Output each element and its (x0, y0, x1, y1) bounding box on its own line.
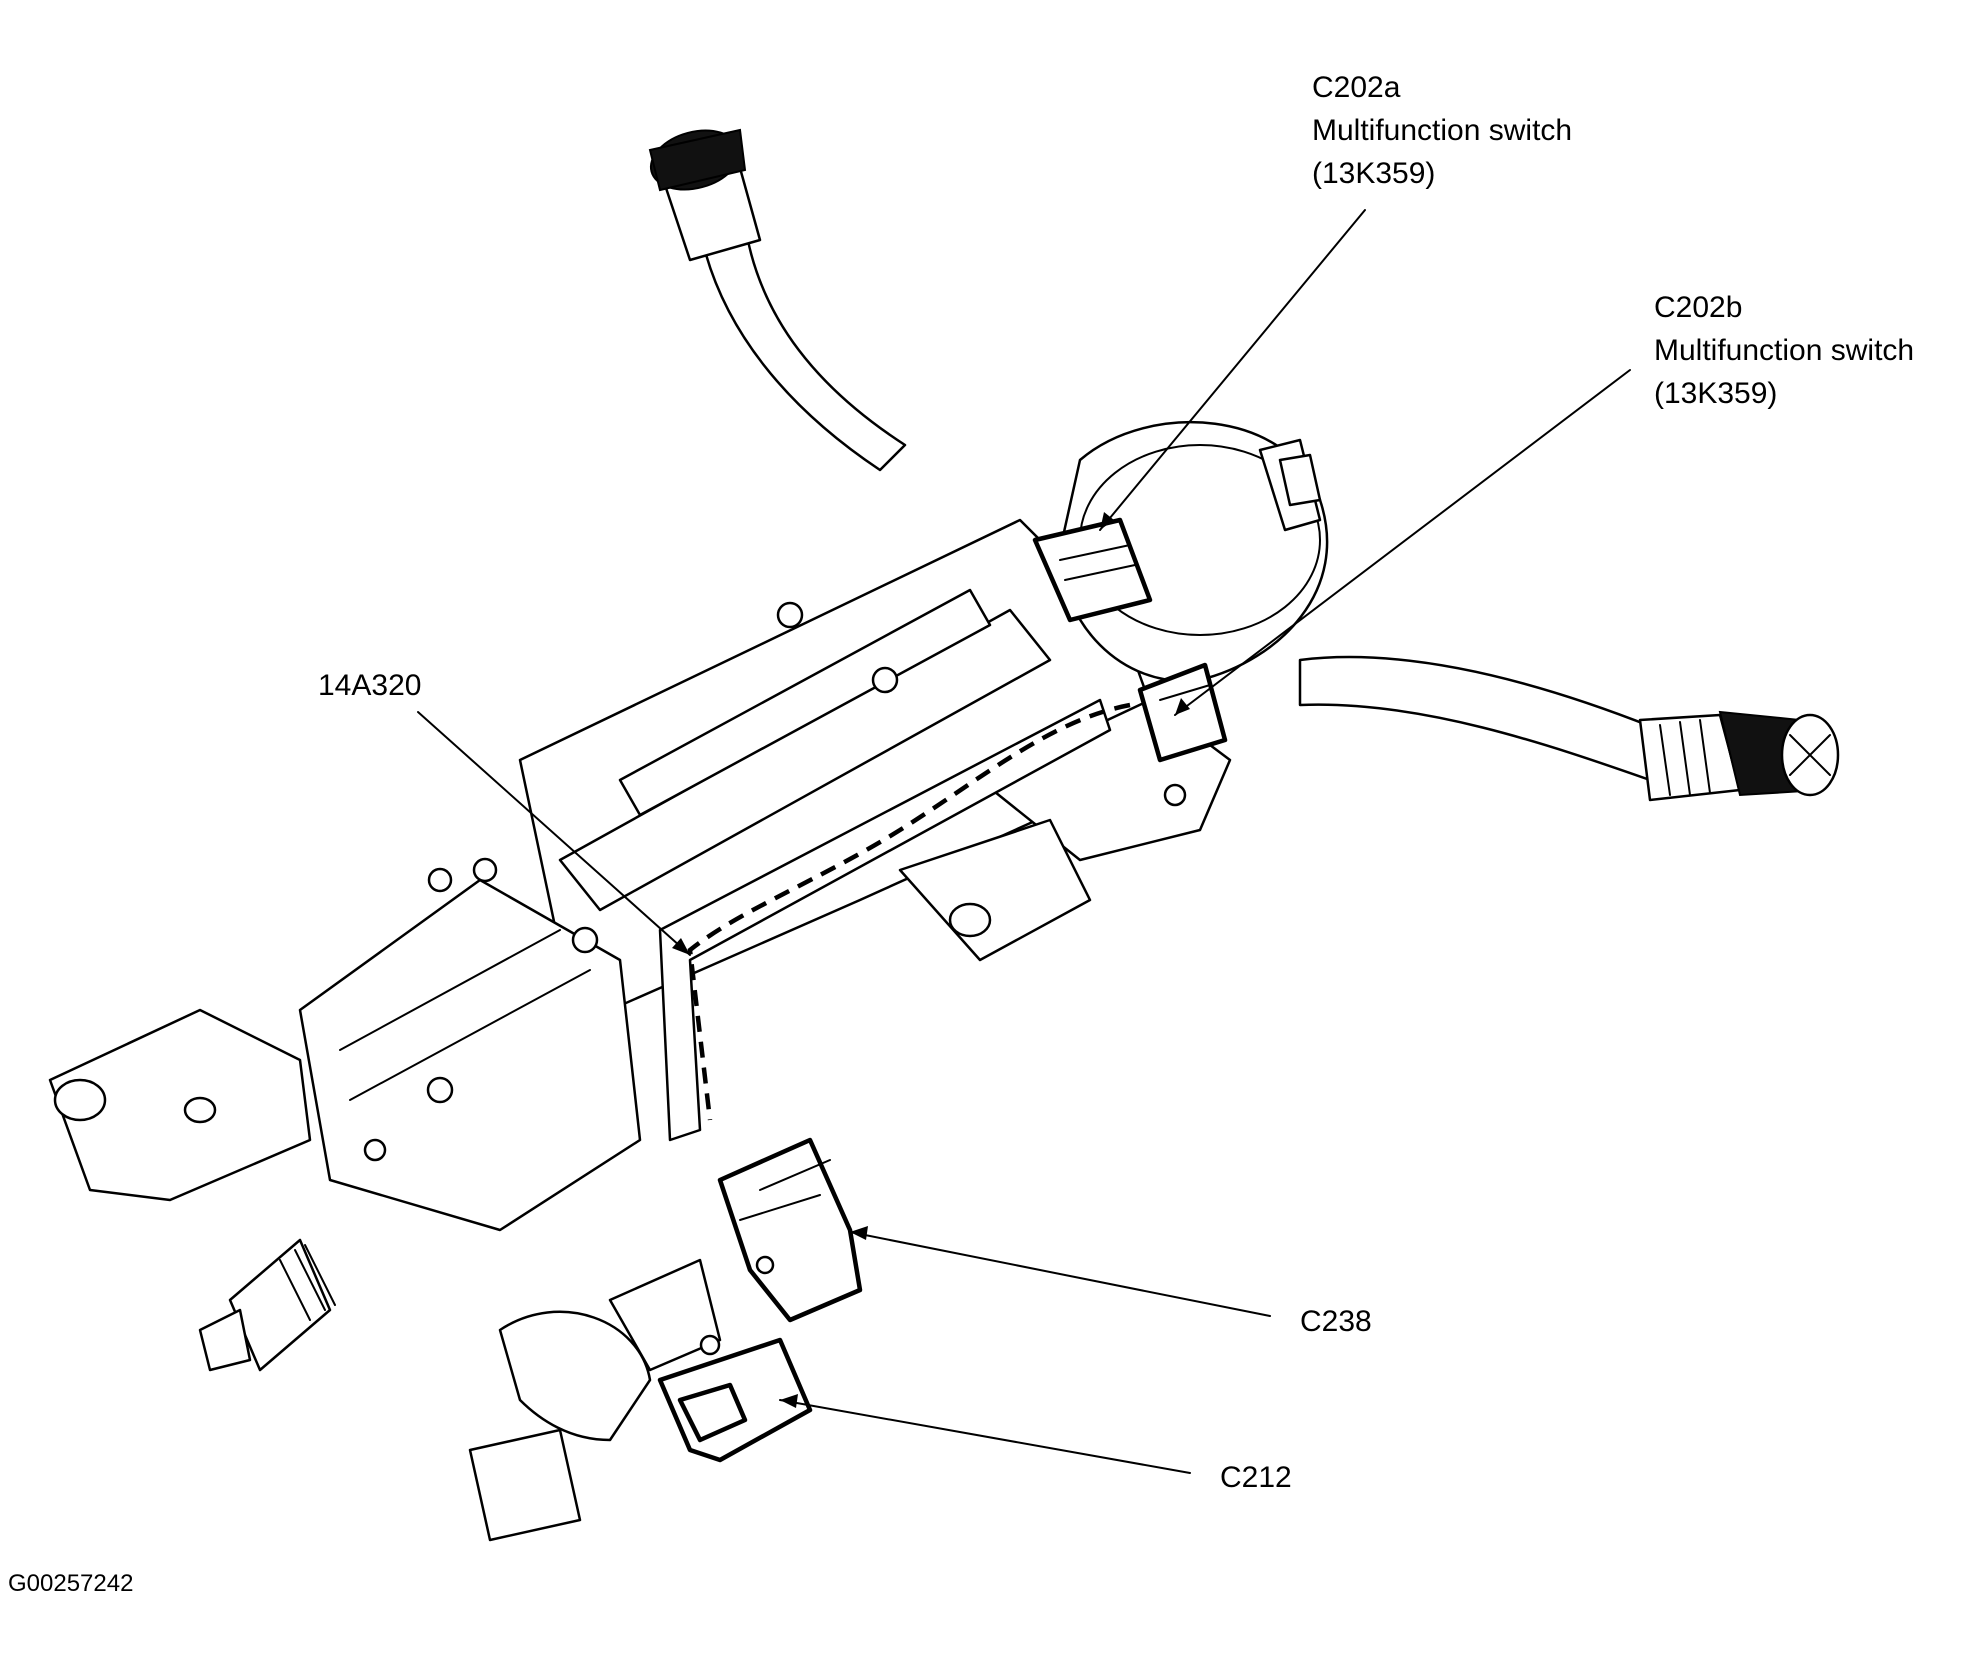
arrowhead-c202a (1100, 512, 1114, 530)
callout-c202b-code: C202b (1654, 291, 1743, 324)
callout-c202a-part: (13K359) (1312, 157, 1436, 190)
callout-c238-code: C238 (1300, 1305, 1372, 1338)
arrowhead-c212 (780, 1394, 798, 1408)
callout-14a320-code: 14A320 (318, 669, 422, 702)
callout-c202b-part: (13K359) (1654, 377, 1778, 410)
figure-id: G00257242 (8, 1570, 134, 1597)
leader-c238 (849, 1231, 1271, 1317)
arrowhead-c202b (1175, 698, 1190, 715)
leader-c212 (779, 1399, 1191, 1474)
column-body (48, 420, 1329, 1542)
callout-c202b: C202b Multifunction switch (13K359) (1654, 286, 1914, 415)
callout-14a320: 14A320 (318, 664, 421, 707)
callout-c202a-code: C202a (1312, 71, 1401, 104)
c202a-connector (1032, 517, 1153, 623)
callout-c238: C238 (1300, 1300, 1372, 1343)
arrowhead-c238 (850, 1226, 868, 1240)
callout-c212-code: C212 (1220, 1461, 1292, 1494)
c212-connector (657, 1334, 813, 1463)
arrowhead-14a320 (672, 938, 690, 955)
callout-c202a-name: Multifunction switch (1312, 114, 1573, 147)
callout-c202a: C202a Multifunction switch (13K359) (1312, 66, 1572, 195)
callout-c202b-name: Multifunction switch (1654, 334, 1915, 367)
right-stalk-lever (1298, 655, 1840, 802)
leader-lines (417, 209, 1631, 1474)
left-stalk-lever (648, 128, 907, 472)
c202b-connector (1137, 662, 1228, 763)
harness-14a320 (658, 698, 1131, 1142)
leader-14a320 (417, 711, 691, 956)
leader-c202a (1099, 209, 1366, 531)
leader-c202b (1174, 369, 1631, 716)
c238-connector (717, 1137, 863, 1323)
callout-c212: C212 (1220, 1456, 1292, 1499)
